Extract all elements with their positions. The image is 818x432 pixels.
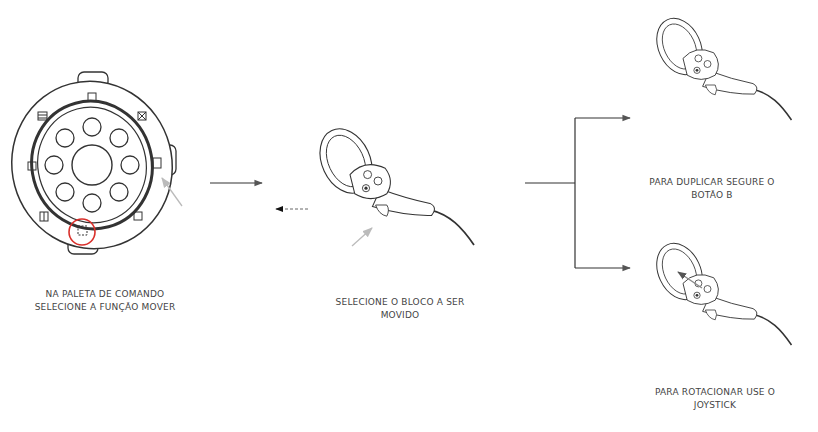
line-art bbox=[45, 118, 139, 212]
line-art bbox=[525, 182, 575, 183]
line-art bbox=[138, 112, 146, 120]
line-art bbox=[28, 162, 36, 170]
line-art bbox=[0, 63, 191, 267]
line-art bbox=[310, 120, 474, 245]
line-art bbox=[72, 145, 112, 185]
line-art bbox=[138, 112, 146, 120]
instruction-caption: PARA ROTACIONAR USE O JOYSTICK bbox=[645, 386, 785, 412]
line-art bbox=[134, 212, 142, 220]
line-art bbox=[162, 178, 182, 206]
line-art bbox=[153, 158, 161, 168]
line-art bbox=[121, 156, 139, 174]
line-art bbox=[83, 194, 101, 212]
line-art bbox=[110, 129, 128, 147]
line-art bbox=[56, 183, 74, 201]
line-art bbox=[648, 11, 791, 120]
line-art bbox=[83, 118, 101, 136]
line-art bbox=[38, 115, 47, 118]
line-art bbox=[25, 95, 159, 235]
line-art bbox=[575, 117, 630, 118]
line-art bbox=[678, 272, 702, 288]
line-art bbox=[352, 228, 372, 246]
line-art bbox=[44, 212, 45, 221]
line-art bbox=[648, 236, 791, 345]
line-art bbox=[210, 182, 262, 183]
command-palette bbox=[0, 63, 191, 267]
line-art bbox=[38, 112, 47, 120]
line-art bbox=[88, 93, 96, 101]
instruction-caption: SELECIONE O BLOCO A SER MOVIDO bbox=[330, 296, 470, 322]
line-art bbox=[56, 129, 74, 147]
line-art bbox=[575, 267, 630, 268]
line-art bbox=[40, 212, 48, 221]
line-art bbox=[574, 118, 575, 268]
line-art bbox=[69, 219, 95, 245]
line-art bbox=[110, 183, 128, 201]
line-art bbox=[28, 93, 161, 235]
line-art bbox=[17, 88, 166, 243]
line-art bbox=[276, 209, 308, 210]
line-art bbox=[45, 156, 63, 174]
instruction-caption: PARA DUPLICAR SEGURE O BOTÃO B bbox=[642, 176, 782, 202]
line-art bbox=[78, 226, 87, 235]
instruction-caption: NA PALETA DE COMANDO SELECIONE A FUNÇÃO … bbox=[30, 288, 180, 314]
